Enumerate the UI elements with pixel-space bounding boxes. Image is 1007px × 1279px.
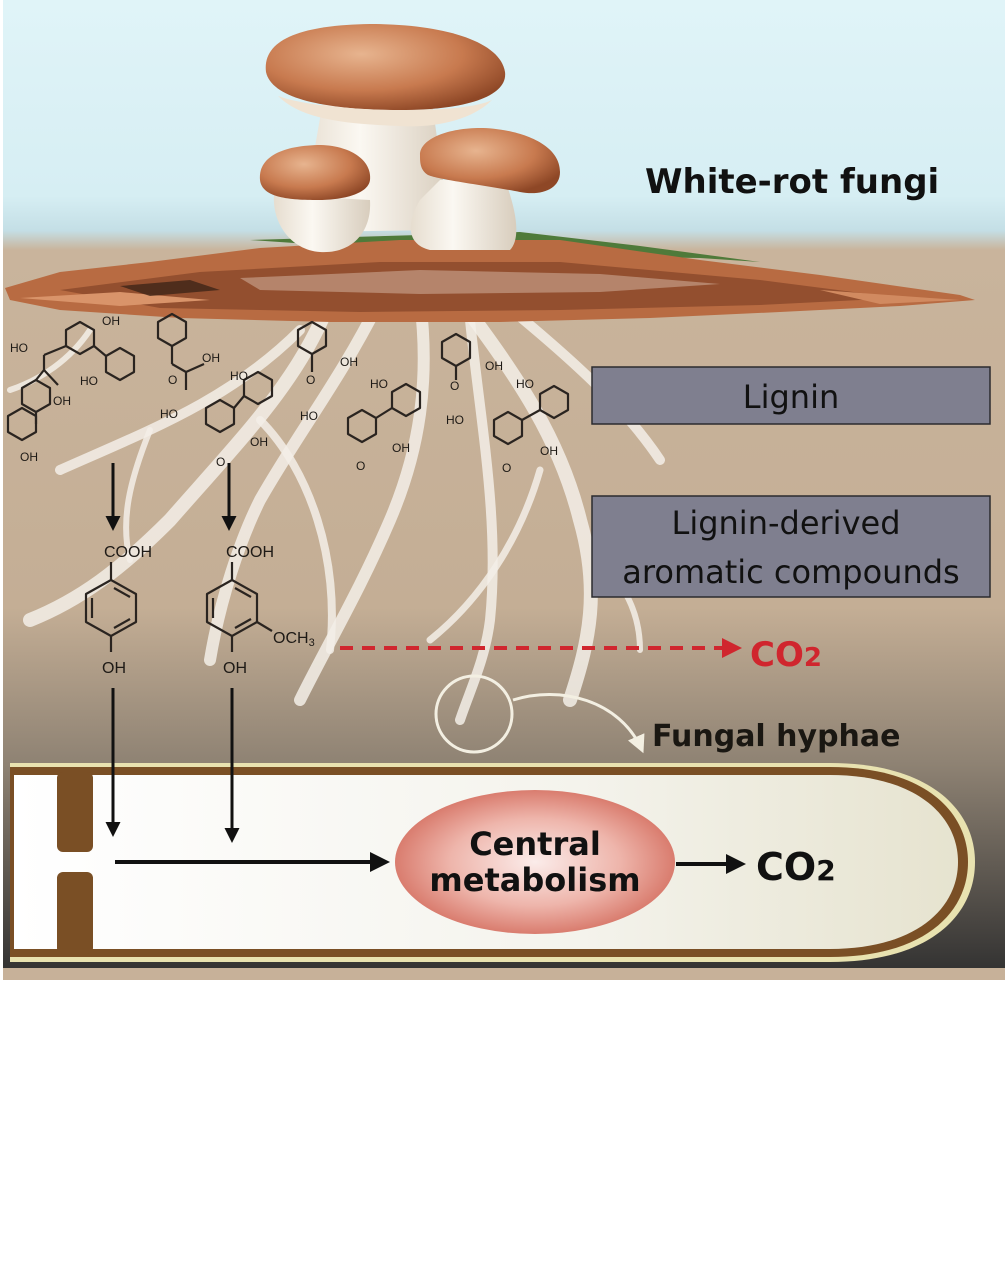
mushroom-stem [410, 180, 517, 250]
atom-label: OH [250, 435, 268, 449]
magnify-circle [434, 674, 514, 754]
mushroom-stem [273, 195, 371, 253]
atom-label: OH [102, 314, 120, 328]
compound-top-group: COOH [104, 544, 152, 561]
atom-label: OH [540, 444, 558, 458]
mushrooms-illustration [259, 24, 560, 253]
compound-4-hydroxybenzoic-acid: COOH OH [84, 544, 152, 677]
title-white-rot-fungi: White-rot fungi [645, 162, 939, 202]
atom-label: OH [392, 441, 410, 455]
septum-wall [57, 772, 93, 852]
mushroom-cap [265, 24, 506, 110]
lignin-derived-label-line2: aromatic compounds [622, 553, 959, 591]
atom-label: OH [53, 394, 71, 408]
mushroom-cap [420, 128, 560, 194]
atom-label: O [168, 373, 177, 387]
atom-label: HO [10, 341, 28, 355]
mushroom-cap [259, 145, 371, 200]
central-metabolism-label-line2: metabolism [429, 861, 640, 899]
compound-vanillic-acid: COOH OCH3 OH [205, 544, 315, 677]
central-metabolism-label-line1: Central [469, 825, 601, 863]
central-metabolism-node [395, 790, 675, 934]
atom-label: O [356, 459, 365, 473]
co2-metabolic-label: CO2 [756, 845, 836, 889]
wood-log [5, 232, 975, 322]
atom-label: HO [446, 413, 464, 427]
lignin-derived-label-line1: Lignin-derived [671, 504, 900, 542]
atom-label: HO [300, 409, 318, 423]
lignin-derived-label-box: Lignin-derived aromatic compounds [591, 495, 991, 598]
atom-label: OH [485, 359, 503, 373]
bottom-strip [3, 968, 1005, 980]
compound-bottom-group: OH [102, 660, 126, 677]
atom-label: OH [202, 351, 220, 365]
atom-label: HO [230, 369, 248, 383]
atom-label: HO [516, 377, 534, 391]
atom-label: OH [340, 355, 358, 369]
compound-side-group: OCH3 [273, 630, 315, 649]
co2-released-label: CO2 [750, 635, 822, 675]
atom-label: O [450, 379, 459, 393]
hyphae-network [7, 293, 665, 725]
atom-label: HO [80, 374, 98, 388]
septum-wall [57, 872, 93, 954]
atom-label: OH [20, 450, 38, 464]
atom-label: O [502, 461, 511, 475]
atom-label: O [216, 455, 225, 469]
atom-label: O [306, 373, 315, 387]
lignin-label: Lignin [743, 378, 839, 416]
zoom-callout-arrow [512, 692, 645, 754]
lignin-structure: OH HO OH OH HO O OH HO HO OH O O OH HO H… [6, 312, 570, 475]
compound-top-group: COOH [226, 544, 274, 561]
atom-label: HO [160, 407, 178, 421]
fungal-hyphae-label: Fungal hyphae [652, 719, 901, 754]
lignin-label-box: Lignin [591, 366, 991, 425]
compound-bottom-group: OH [223, 660, 247, 677]
atom-label: HO [370, 377, 388, 391]
